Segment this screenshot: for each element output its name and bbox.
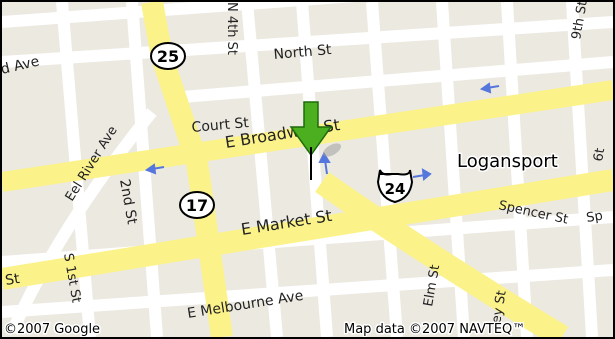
street-label: 2nd St [116,178,140,226]
svg-text:24: 24 [385,180,406,198]
svg-text:25: 25 [157,47,179,66]
street-label: 9th St [569,2,591,41]
us-24-shield: 24 [376,169,414,204]
location-marker[interactable] [289,101,343,180]
street-label: N 4th St [224,2,239,55]
route-25-shield: 25 [150,42,186,70]
street-label: 6t [591,147,608,163]
street-label: ey St [489,289,510,324]
one-way-arrows [144,82,500,181]
street-label: North St [273,42,333,63]
svg-text:17: 17 [186,196,208,215]
route-17-shield: 17 [179,191,215,219]
attribution-text: Map data ©2007 NAVTEQ™ [344,322,525,337]
city-label: Logansport [457,151,558,172]
street-label: Court St [191,115,250,136]
street-label: Sp [585,209,604,226]
street-label: St [4,271,21,289]
street-label: Elm St [421,264,443,308]
copyright-text: ©2007 Google [4,322,100,337]
